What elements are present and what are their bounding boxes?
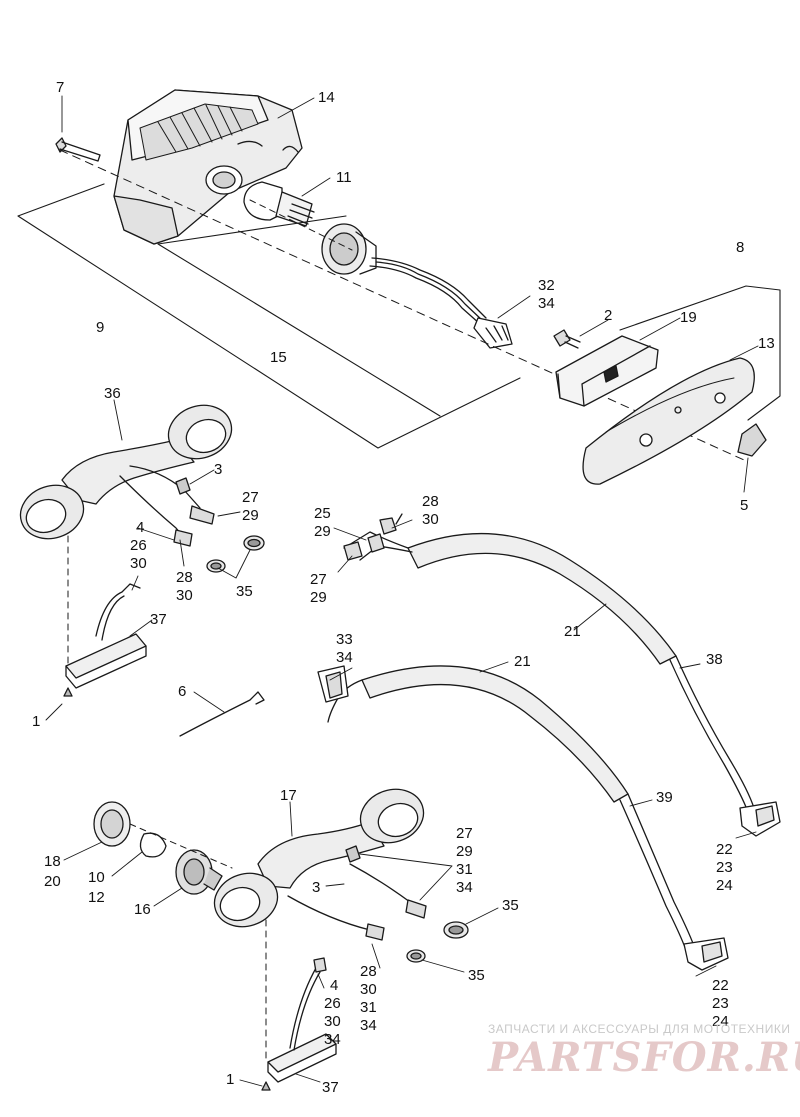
callout-15: 15 [270, 349, 287, 366]
callout-26: 26 [130, 537, 147, 554]
callout-24-lower: 24 [712, 1013, 729, 1030]
callout-3-top: 3 [214, 461, 222, 478]
callout-10: 10 [88, 869, 105, 886]
callout-27-left: 27 [310, 571, 327, 588]
callout-24-upper: 24 [716, 877, 733, 894]
callout-1-top: 1 [32, 713, 40, 730]
callout-34b: 34 [336, 649, 353, 666]
callout-9: 9 [96, 319, 104, 336]
callout-22-lower: 22 [712, 977, 729, 994]
socket-harness [321, 223, 513, 349]
callout-34-bottom: 34 [456, 879, 473, 896]
callout-4-bottom: 4 [330, 977, 338, 994]
callout-27-top: 27 [242, 489, 259, 506]
callout-30-top: 30 [422, 511, 439, 528]
callout-33: 33 [336, 631, 353, 648]
callout-32: 32 [538, 277, 555, 294]
watermark-tagline: ЗАПЧАСТИ И АКСЕССУАРЫ ДЛЯ МОТОТЕХНИКИ [488, 1022, 791, 1036]
callout-35-top: 35 [236, 583, 253, 600]
lower-light-strip [317, 665, 729, 971]
callout-31-bottom: 31 [456, 861, 473, 878]
callout-14: 14 [318, 89, 335, 106]
callout-30a: 30 [130, 555, 147, 572]
screw [55, 137, 101, 162]
callout-6: 6 [178, 683, 186, 700]
callout-30-bottom: 30 [360, 981, 377, 998]
led-module-top [63, 535, 147, 697]
callout-23-lower: 23 [712, 995, 729, 1012]
lens-plate-group [553, 329, 767, 485]
tail-lamp-housing [113, 89, 303, 245]
callout-12: 12 [88, 889, 105, 906]
callout-26-bottom: 26 [324, 995, 341, 1012]
rear-signal-bar [213, 788, 469, 963]
callout-23-upper: 23 [716, 859, 733, 876]
callout-34a: 34 [538, 295, 555, 312]
callout-34-last: 34 [324, 1031, 341, 1048]
led-module-bottom [261, 919, 337, 1091]
leader-lines [45, 95, 759, 1087]
callout-17: 17 [280, 787, 297, 804]
callout-19: 19 [680, 309, 697, 326]
callout-bracket-8 [619, 285, 781, 421]
bulb-axis-line [249, 199, 353, 251]
callout-37-top: 37 [150, 611, 167, 628]
callout-16: 16 [134, 901, 151, 918]
callout-27-bottom: 27 [456, 825, 473, 842]
front-signal-bar [19, 404, 265, 573]
callout-29-bottom: 29 [456, 843, 473, 860]
callout-25: 25 [314, 505, 331, 522]
callout-5: 5 [740, 497, 748, 514]
callout-36: 36 [104, 385, 121, 402]
callout-3-bottom: 3 [312, 879, 320, 896]
callout-28-bottom: 28 [360, 963, 377, 980]
callout-28-left: 28 [176, 569, 193, 586]
callout-29a: 29 [314, 523, 331, 540]
upper-light-strip [343, 513, 781, 837]
callout-28-top: 28 [422, 493, 439, 510]
callout-18: 18 [44, 853, 61, 870]
callout-1-bottom: 1 [226, 1071, 234, 1088]
callout-11: 11 [336, 169, 352, 186]
callout-30-lower: 30 [324, 1013, 341, 1030]
callout-39: 39 [656, 789, 673, 806]
callout-8: 8 [736, 239, 744, 256]
callout-4: 4 [136, 519, 144, 536]
callout-38: 38 [706, 651, 723, 668]
callout-31-lower: 31 [360, 999, 377, 1016]
callout-30-left: 30 [176, 587, 193, 604]
callout-2: 2 [604, 307, 612, 324]
callout-35-right: 35 [502, 897, 519, 914]
callout-34-lower: 34 [360, 1017, 377, 1034]
callout-22-upper: 22 [716, 841, 733, 858]
callout-29-left: 29 [310, 589, 327, 606]
callout-35-bottom: 35 [468, 967, 485, 984]
callouts: 7 14 11 9 15 32 34 8 2 19 13 5 36 3 27 2… [32, 79, 775, 1096]
callout-21-lower: 21 [514, 653, 531, 670]
callout-29-top: 29 [242, 507, 259, 524]
callout-brackets [17, 183, 521, 449]
callout-13: 13 [758, 335, 775, 352]
rear-bulb-socket [93, 801, 233, 895]
bulb-and-connector [243, 181, 315, 227]
callout-21-upper: 21 [564, 623, 581, 640]
cable-tie [179, 691, 265, 737]
callout-37-bottom: 37 [322, 1079, 339, 1096]
callout-7: 7 [56, 79, 64, 96]
watermark-logo: PARTSFOR.RU [488, 1034, 800, 1081]
callout-20: 20 [44, 873, 61, 890]
